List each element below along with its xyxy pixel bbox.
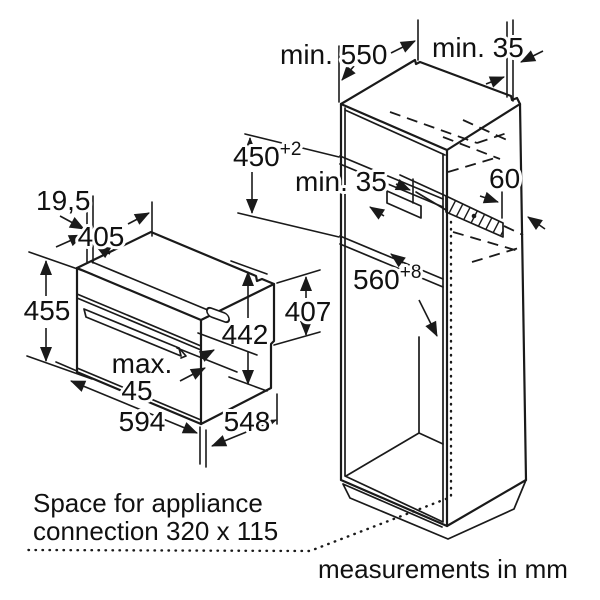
dim-label-max: max. bbox=[112, 348, 173, 379]
oven-top-step-line bbox=[91, 261, 216, 314]
vent-cutout-hatched bbox=[445, 195, 504, 238]
cabinet-interior-lower bbox=[345, 336, 444, 477]
dim-label-min-35-top: min. 35 bbox=[432, 32, 524, 63]
hidden-edges-dashed bbox=[389, 111, 524, 263]
dim-oven-width-594: 594 bbox=[55, 361, 207, 468]
cabinet-top-face bbox=[339, 58, 522, 152]
oven-control-panel-line bbox=[76, 293, 202, 351]
dim-oven-rear-height-407: 407 bbox=[273, 269, 334, 346]
dim-label-45: 45 bbox=[121, 375, 152, 406]
vent-feed-lines bbox=[399, 174, 447, 211]
dim-niche-width-560: 560+8 bbox=[350, 253, 438, 337]
dim-oven-offset-19-5: 19,5 bbox=[33, 182, 94, 264]
dim-label-450-tol: 450+2 bbox=[233, 139, 301, 172]
dim-rear-gap-min-35-mid: min. 35 bbox=[292, 163, 414, 220]
dim-oven-top-depth-405: 405 bbox=[75, 201, 153, 259]
oven-door-handle bbox=[83, 308, 187, 359]
cabinet-plinth bbox=[342, 479, 527, 540]
rear-spacer-block bbox=[386, 190, 422, 219]
dim-label-19-5: 19,5 bbox=[36, 185, 91, 216]
dim-label-min-35-mid: min. 35 bbox=[295, 166, 387, 197]
connection-leader-dotted-line bbox=[23, 220, 453, 553]
dim-label-548: 548 bbox=[224, 406, 271, 437]
oven-side-back-edge bbox=[199, 282, 276, 426]
cabinet-drawing bbox=[23, 58, 528, 553]
cabinet-front-frame-inner bbox=[344, 107, 446, 523]
note-connection-line1: Space for appliance bbox=[33, 488, 263, 518]
cabinet-shelf-upper bbox=[339, 155, 444, 208]
dim-label-594: 594 bbox=[119, 406, 166, 437]
dim-rear-gap-min-35-top: min. 35 bbox=[429, 19, 544, 102]
dim-label-560-tol: 560+8 bbox=[353, 262, 421, 295]
oven-side-grip-opening bbox=[205, 306, 231, 324]
dim-oven-body-height-442: 442 bbox=[219, 260, 271, 392]
note-connection-line2: connection 320 x 115 bbox=[33, 516, 278, 546]
dim-vent-60: 60 bbox=[479, 160, 523, 219]
side-wall-pointer-arrow bbox=[527, 216, 546, 230]
dim-label-min-550: min. 550 bbox=[280, 39, 387, 70]
vent-dot bbox=[471, 213, 477, 219]
cabinet-side-panel bbox=[445, 102, 528, 528]
dim-label-407: 407 bbox=[285, 296, 332, 327]
dim-oven-depth-548: 548 bbox=[211, 393, 278, 447]
dim-niche-depth-min-550: min. 550 bbox=[277, 19, 419, 103]
note-units: measurements in mm bbox=[318, 554, 568, 584]
dim-niche-height-450: 450+2 bbox=[230, 133, 340, 238]
dim-label-405: 405 bbox=[78, 221, 125, 252]
dim-label-60: 60 bbox=[489, 163, 520, 194]
dim-oven-front-height-455: 455 bbox=[21, 251, 93, 380]
dim-label-442: 442 bbox=[222, 319, 269, 350]
dim-label-455: 455 bbox=[24, 295, 71, 326]
